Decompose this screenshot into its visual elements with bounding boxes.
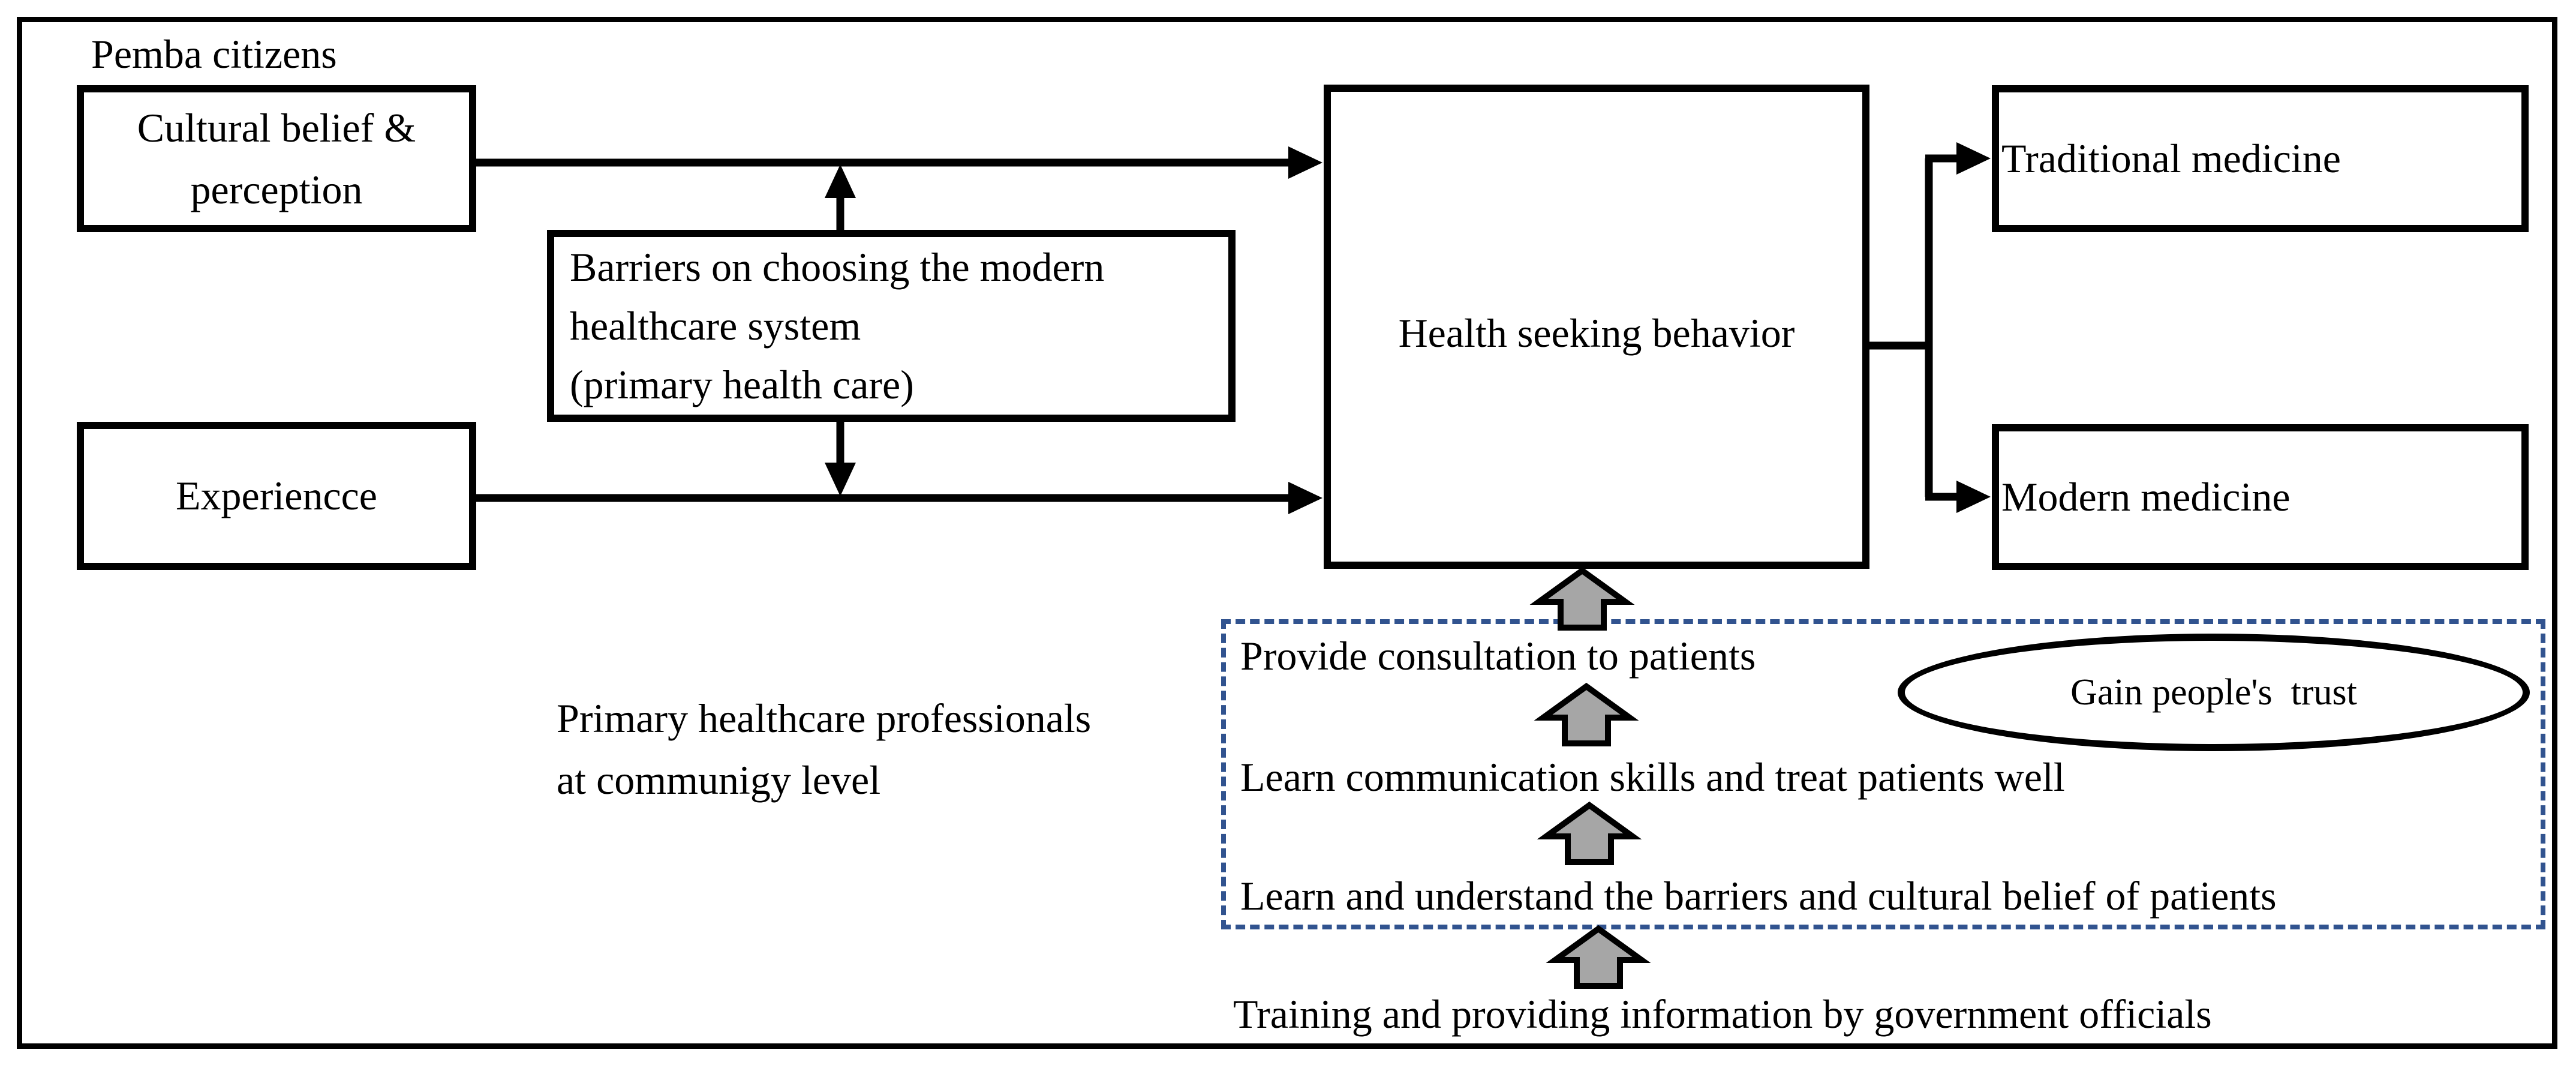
box-barriers-line2: healthcare system — [570, 303, 861, 349]
professional-note-line2: at communigy level — [557, 757, 881, 803]
training-caption: Training and providing information by go… — [1233, 991, 2212, 1037]
gain-trust-label: Gain people's trust — [2070, 671, 2357, 713]
box-barriers-line3: (primary health care) — [570, 362, 914, 407]
box-cultural-line2: perception — [190, 166, 363, 212]
box-traditional-medicine: Traditional medicine — [1992, 85, 2529, 232]
up-block-arrow-icon — [1534, 682, 1639, 746]
box-experience-label: Experiencce — [176, 473, 377, 518]
professional-actions-panel — [1221, 619, 2545, 929]
arrowhead-right-icon — [1288, 482, 1322, 514]
box-cultural-line1: Cultural belief & — [137, 104, 416, 151]
step-learn-communication: Learn communication skills and treat pat… — [1240, 754, 2065, 800]
arrowhead-right-icon — [1288, 146, 1322, 179]
box-health-seeking-behavior: Health seeking behavior — [1324, 85, 1869, 569]
professional-note-line1: Primary healthcare professionals — [557, 695, 1092, 741]
professional-note: Primary healthcare professionals at comm… — [557, 688, 1091, 811]
pemba-citizens-frame — [17, 17, 2557, 1049]
box-experience: Experiencce — [77, 422, 476, 570]
box-modern-label: Modern medicine — [2001, 474, 2291, 520]
box-health-label: Health seeking behavior — [1398, 310, 1795, 356]
arrowhead-down-icon — [825, 463, 856, 496]
frame-label: Pemba citizens — [91, 31, 337, 77]
gain-trust-ellipse: Gain people's trust — [1898, 634, 2530, 751]
step-provide-consultation: Provide consultation to patients — [1240, 633, 1756, 679]
up-block-arrow-icon — [1537, 801, 1642, 865]
arrowhead-right-icon — [1956, 142, 1991, 175]
box-traditional-label: Traditional medicine — [2001, 136, 2341, 181]
up-block-arrow-icon — [1546, 925, 1651, 989]
up-block-arrow-icon — [1529, 566, 1635, 631]
box-barriers-line1: Barriers on choosing the modern — [570, 244, 1105, 290]
box-barriers: Barriers on choosing the modern healthca… — [547, 230, 1236, 422]
box-modern-medicine: Modern medicine — [1992, 424, 2529, 570]
box-cultural-belief: Cultural belief & perception — [77, 85, 476, 232]
step-learn-barriers: Learn and understand the barriers and cu… — [1240, 873, 2277, 919]
arrowhead-right-icon — [1956, 481, 1991, 513]
arrowhead-up-icon — [825, 164, 856, 198]
